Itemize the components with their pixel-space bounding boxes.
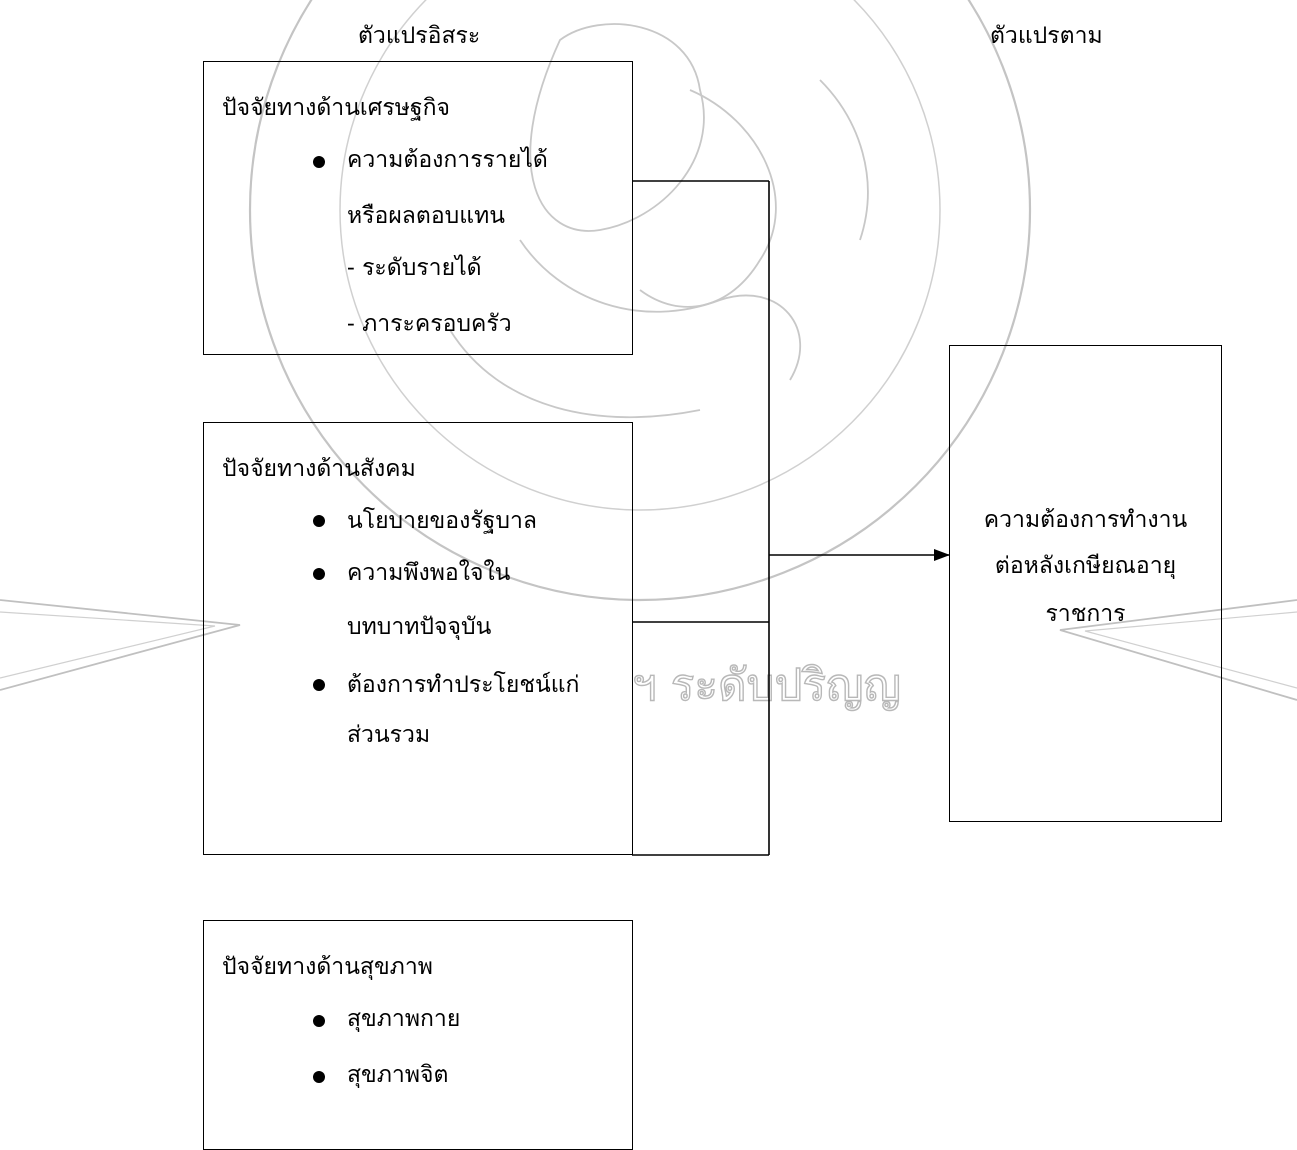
- economic-sub-income: - ระดับรายได้: [347, 255, 482, 281]
- bullet-icon: [313, 515, 325, 527]
- dependent-variable-heading: ตัวแปรตาม: [990, 23, 1103, 49]
- economic-factors-title: ปัจจัยทางด้านเศรษฐกิจ: [222, 95, 450, 121]
- economic-factors-box: ปัจจัยทางด้านเศรษฐกิจ ความต้องการรายได้ …: [203, 61, 633, 355]
- bullet-icon: [313, 679, 325, 691]
- outcome-line1: ความต้องการทำงาน: [983, 507, 1188, 533]
- social-factors-box: ปัจจัยทางด้านสังคม นโยบายของรัฐบาล ความพ…: [203, 422, 633, 855]
- bullet-icon: [313, 568, 325, 580]
- economic-sub-family: - ภาระครอบครัว: [347, 311, 512, 337]
- social-bullet3-line2: ส่วนรวม: [347, 722, 431, 748]
- social-bullet2-line2: บทบาทปัจจุบัน: [347, 614, 492, 640]
- independent-variable-heading: ตัวแปรอิสระ: [358, 23, 481, 49]
- social-bullet1: นโยบายของรัฐบาล: [347, 508, 537, 534]
- economic-bullet1-line1: ความต้องการรายได้: [347, 147, 548, 173]
- bullet-icon: [313, 1015, 325, 1027]
- economic-bullet1-line2: หรือผลตอบแทน: [347, 203, 505, 229]
- outcome-box: ความต้องการทำงาน ต่อหลังเกษียณอายุ ราชกา…: [949, 345, 1222, 822]
- health-bullet-mental: สุขภาพจิต: [347, 1062, 449, 1088]
- health-bullet-physical: สุขภาพกาย: [347, 1006, 461, 1032]
- health-factors-box: ปัจจัยทางด้านสุขภาพ สุขภาพกาย สุขภาพจิต: [203, 920, 633, 1150]
- social-factors-title: ปัจจัยทางด้านสังคม: [222, 456, 416, 482]
- social-bullet3-line1: ต้องการทำประโยชน์แก่: [347, 672, 580, 698]
- social-bullet2-line1: ความพึงพอใจใน: [347, 560, 511, 586]
- bullet-icon: [313, 1071, 325, 1083]
- outcome-line3: ราชการ: [1045, 601, 1126, 627]
- health-factors-title: ปัจจัยทางด้านสุขภาพ: [222, 954, 433, 980]
- bullet-icon: [313, 156, 325, 168]
- outcome-line2: ต่อหลังเกษียณอายุ: [994, 553, 1177, 579]
